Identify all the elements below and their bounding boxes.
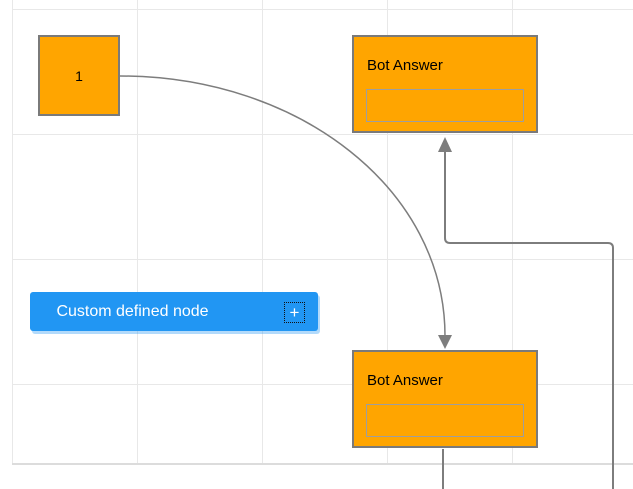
node-start[interactable]: 1 bbox=[38, 35, 120, 116]
bot-answer-title: Bot Answer bbox=[367, 372, 443, 389]
node-custom-defined[interactable]: Custom defined node + bbox=[30, 292, 318, 331]
add-node-button[interactable]: + bbox=[284, 302, 305, 323]
custom-node-label: Custom defined node bbox=[56, 302, 209, 320]
bot-answer-input-box[interactable] bbox=[366, 404, 524, 437]
node-bot-answer-bottom[interactable]: Bot Answer bbox=[352, 350, 538, 448]
node-start-label: 1 bbox=[75, 67, 83, 84]
bot-answer-input-box[interactable] bbox=[366, 89, 524, 122]
plus-icon: + bbox=[289, 302, 300, 322]
bot-answer-title: Bot Answer bbox=[367, 57, 443, 74]
node-bot-answer-top[interactable]: Bot Answer bbox=[352, 35, 538, 133]
